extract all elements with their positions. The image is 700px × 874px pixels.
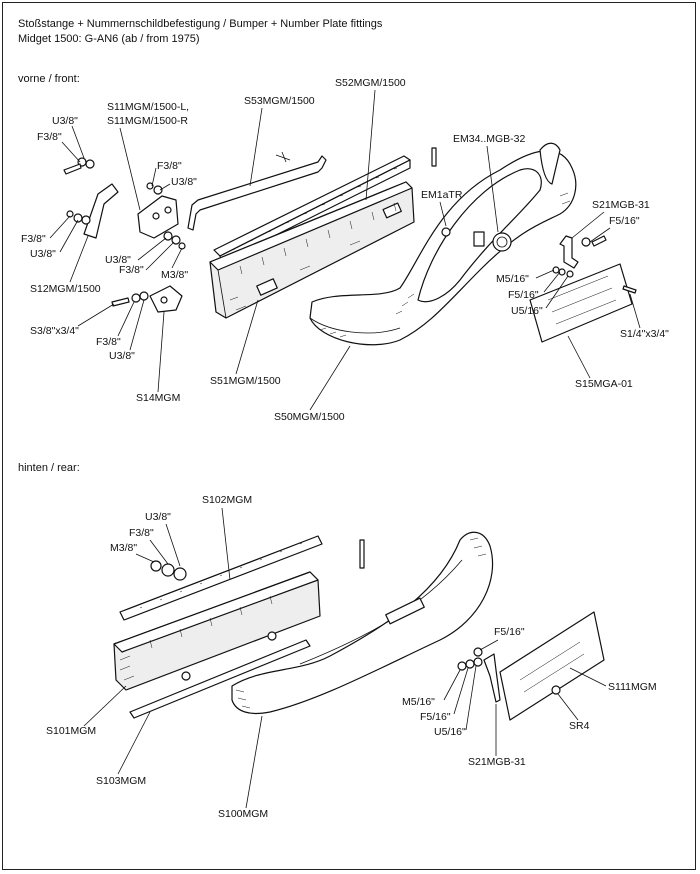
label-f516-rear: F5/16" [494,626,525,638]
rear-top-strip [119,535,323,621]
rear-plate-bracket [483,653,501,703]
label-m516-front: M5/16" [496,273,529,285]
front-side-bracket-left [83,183,119,239]
label-em1: EM1aTR [421,189,463,201]
label-f516-front2: F5/16" [508,289,539,301]
diagram-subtitle: Midget 1500: G-AN6 (ab / from 1975) [18,33,200,45]
label-s101: S101MGM [46,725,96,737]
label-s100: S100MGM [218,808,268,820]
label-f38-rear: F3/8" [129,527,154,539]
label-m38-rear: M3/8" [110,542,137,554]
front-mounting-bracket [137,195,179,239]
front-fasteners [63,147,637,307]
label-f38-c: F3/8" [21,233,46,245]
diagram-title: Stoßstange + Nummernschildbefestigung / … [18,18,383,30]
label-s53: S53MGM/1500 [244,95,315,107]
label-f38-e: F3/8" [96,336,121,348]
label-sr4: SR4 [569,720,590,732]
label-s21-front: S21MGB-31 [592,199,650,211]
rear-number-plate [499,611,605,721]
label-u38-b: U3/8" [171,176,197,188]
label-m38-front: M3/8" [161,269,188,281]
label-s11: S11MGM/1500-L, [107,101,189,113]
callout-labels: U3/8" F3/8" S11MGM/1500-L, S11MGM/1500-R… [21,77,669,820]
front-small-plate [149,285,183,313]
rear-bumper-cover [231,531,494,715]
label-s111: S111MGM [608,681,657,693]
label-m516-rear: M5/16" [402,696,435,708]
rear-lower-strip [129,639,311,719]
label-u516-rear: U5/16" [434,726,466,738]
label-s14: S14MGM [136,392,180,404]
label-s102: S102MGM [202,494,252,506]
label-s14x34: S1/4"x3/4" [620,328,669,340]
front-bumper-cover [309,142,577,346]
label-f38-d: F3/8" [119,264,144,276]
label-f516-front: F5/16" [609,215,640,227]
label-u38-e: U3/8" [109,350,135,362]
label-u38-rear: U3/8" [145,511,171,523]
front-long-strip [213,155,411,263]
label-s38x34: S3/8"x3/4" [30,325,79,337]
label-s51: S51MGM/1500 [210,375,281,387]
section-rear-heading: hinten / rear: [18,462,80,474]
label-em34: EM34..MGB-32 [453,133,526,145]
front-number-plate [529,263,633,343]
rear-armature [113,571,321,691]
rear-fasteners [150,539,561,695]
label-u38-c: U3/8" [30,248,56,260]
label-s15: S15MGA-01 [575,378,633,390]
label-f38-b: F3/8" [157,160,182,172]
front-upper-strip [187,151,327,231]
label-s12: S12MGM/1500 [30,283,101,295]
label-s103: S103MGM [96,775,146,787]
label-s52: S52MGM/1500 [335,77,406,89]
label-f516-rear2: F5/16" [420,711,451,723]
label-s21-rear: S21MGB-31 [468,756,526,768]
label-f38-a: F3/8" [37,131,62,143]
label-u516-front: U5/16" [511,305,543,317]
front-plate-bracket [559,235,579,269]
label-s50: S50MGM/1500 [274,411,345,423]
label-s11b: S11MGM/1500-R [107,115,188,127]
front-armature [209,181,415,319]
label-u38-d: U3/8" [105,254,131,266]
section-front-heading: vorne / front: [18,73,80,85]
label-u38-a: U3/8" [52,115,78,127]
